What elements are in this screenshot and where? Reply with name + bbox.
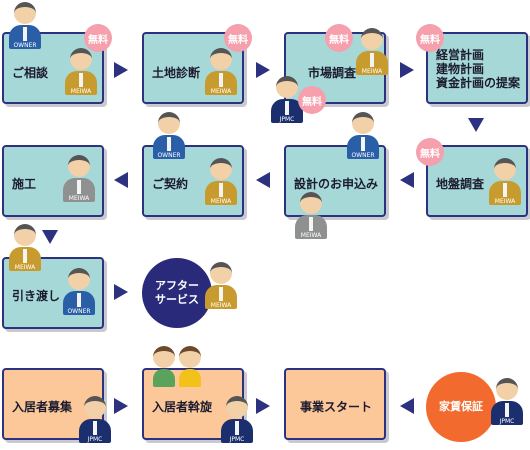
arrow-right-icon <box>114 284 128 300</box>
step-plan3-label: 資金計画の提案 <box>436 76 521 90</box>
meiwa-person-icon: MEIWA <box>62 155 96 202</box>
meiwa-person-icon: MEIWA <box>488 158 522 205</box>
step-plan-proposal: 経営計画 建物計画 資金計画の提案 <box>426 32 528 104</box>
jpmc-person-icon: JPMC <box>490 378 524 425</box>
jpmc-tag: JPMC <box>87 436 103 443</box>
meiwa-person-icon: MEIWA <box>355 28 389 75</box>
step-recruit-label: 入居者募集 <box>12 400 73 414</box>
arrow-down-icon <box>42 230 58 244</box>
step-handover-label: 引き渡し <box>12 289 61 303</box>
meiwa-tag: MEIWA <box>210 88 232 95</box>
tenant-couple-icon <box>152 346 202 387</box>
after-service-line1: アフター <box>155 279 199 292</box>
arrow-right-icon <box>400 62 414 78</box>
free-badge: 無料 <box>416 138 444 166</box>
arrow-right-icon <box>256 398 270 414</box>
step-ground-label: 地盤調査 <box>436 177 485 191</box>
arrow-left-icon <box>114 172 128 188</box>
after-service-circle: アフター サービス <box>142 258 212 328</box>
step-plan1-label: 経営計画 <box>436 48 485 62</box>
arrow-right-icon <box>256 62 270 78</box>
meiwa-person-icon: MEIWA <box>204 158 238 205</box>
step-mediation-label: 入居者斡旋 <box>152 400 213 414</box>
rent-guarantee-circle: 家賃保証 <box>426 372 496 442</box>
jpmc-tag: JPMC <box>229 436 245 443</box>
step-plan2-label: 建物計画 <box>436 62 485 76</box>
step-start-label: 事業スタート <box>300 400 373 414</box>
meiwa-tag: MEIWA <box>14 264 36 271</box>
owner-tag: OWNER <box>351 152 375 159</box>
step-design-label: 設計のお申込み <box>294 177 379 191</box>
owner-person-icon: OWNER <box>152 112 186 159</box>
step-land-label: 土地診断 <box>152 66 201 80</box>
meiwa-tag: MEIWA <box>361 68 383 75</box>
meiwa-tag: MEIWA <box>494 198 516 205</box>
jpmc-tag: JPMC <box>499 418 515 425</box>
arrow-right-icon <box>114 398 128 414</box>
rent-guarantee-label: 家賃保証 <box>439 400 483 413</box>
after-service-line2: サービス <box>155 293 199 306</box>
arrow-right-icon <box>114 62 128 78</box>
jpmc-person-icon: JPMC <box>220 396 254 443</box>
arrow-down-icon <box>468 118 484 132</box>
owner-tag: OWNER <box>67 308 91 315</box>
arrow-left-icon <box>256 172 270 188</box>
meiwa-person-icon: MEIWA <box>204 48 238 95</box>
meiwa-tag: MEIWA <box>210 302 232 309</box>
jpmc-tag: JPMC <box>279 116 295 123</box>
free-badge: 無料 <box>224 24 252 52</box>
free-badge: 無料 <box>325 24 353 52</box>
jpmc-person-icon: JPMC <box>78 396 112 443</box>
owner-person-icon: OWNER <box>62 268 96 315</box>
step-consult-label: ご相談 <box>12 66 49 80</box>
step-business-start: 事業スタート <box>284 368 386 440</box>
jpmc-person-icon: JPMC <box>270 76 304 123</box>
meiwa-tag: MEIWA <box>300 232 322 239</box>
arrow-left-icon <box>400 172 414 188</box>
owner-tag: OWNER <box>13 42 37 49</box>
free-badge: 無料 <box>84 24 112 52</box>
owner-person-icon: OWNER <box>8 2 42 49</box>
step-market-label: 市場調査 <box>308 66 357 80</box>
free-badge: 無料 <box>416 24 444 52</box>
step-construction-label: 施工 <box>12 177 37 191</box>
owner-tag: OWNER <box>157 152 181 159</box>
free-badge: 無料 <box>298 86 326 114</box>
arrow-left-icon <box>400 398 414 414</box>
meiwa-tag: MEIWA <box>70 88 92 95</box>
meiwa-person-icon: MEIWA <box>8 224 42 271</box>
meiwa-person-icon: MEIWA <box>64 48 98 95</box>
meiwa-tag: MEIWA <box>68 195 90 202</box>
step-contract-label: ご契約 <box>152 177 189 191</box>
meiwa-person-icon: MEIWA <box>204 262 238 309</box>
meiwa-tag: MEIWA <box>210 198 232 205</box>
owner-person-icon: OWNER <box>346 112 380 159</box>
meiwa-person-icon: MEIWA <box>294 192 328 239</box>
